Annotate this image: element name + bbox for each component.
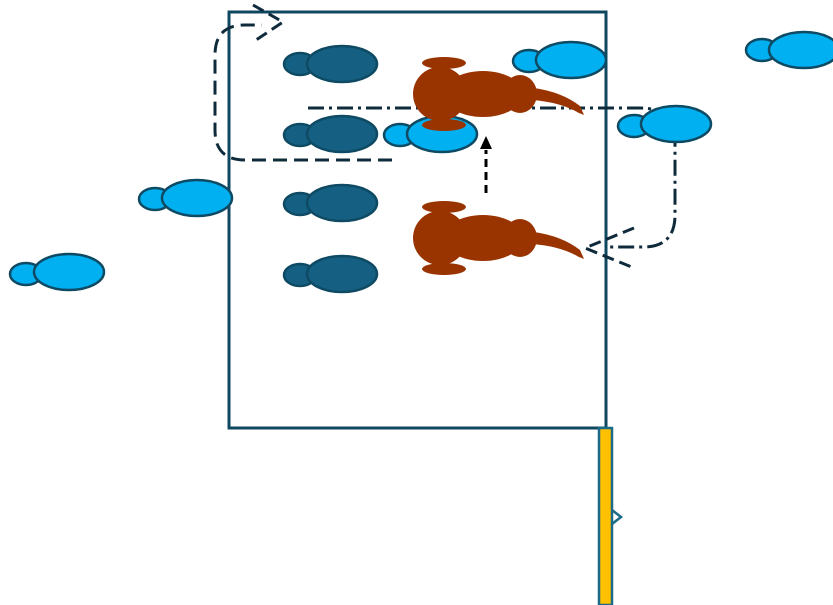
dashed-arrowhead-top: [252, 3, 286, 44]
fish-icon: [744, 30, 833, 70]
fish-icon: [616, 104, 713, 144]
cat-icon: [413, 57, 584, 131]
fish-icon: [137, 178, 234, 218]
fish-icon: [511, 40, 608, 80]
fish-icon: [282, 254, 379, 294]
dashdot-loop-right: [308, 106, 677, 249]
rod-bar: [597, 426, 614, 605]
up-arrow-icon: [480, 136, 492, 149]
fish-icon: [282, 114, 379, 154]
cat-icon: [413, 201, 584, 275]
enclosure-frame: [227, 10, 608, 430]
fish-icon: [8, 252, 106, 292]
fish-icon: [282, 44, 379, 84]
chevron-right-icon: [611, 509, 624, 525]
dashed-loop-left: [213, 23, 392, 162]
fish-icon: [282, 183, 379, 223]
